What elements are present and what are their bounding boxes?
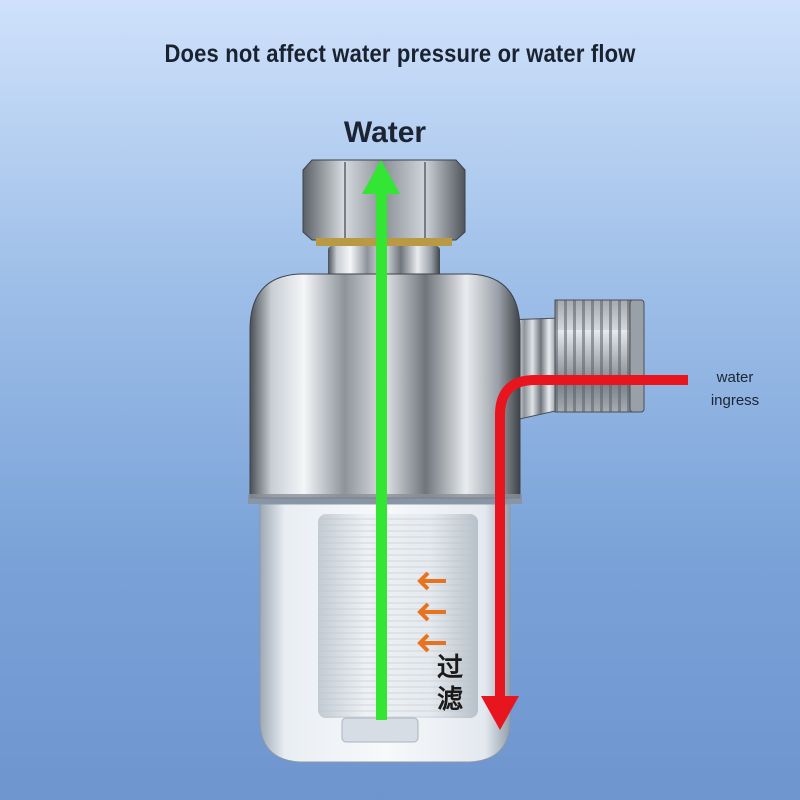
headline: Does not affect water pressure or water … bbox=[164, 40, 636, 68]
filter-core bbox=[318, 514, 478, 743]
down-arrow-icon bbox=[481, 375, 688, 730]
inlet-fitting bbox=[504, 299, 645, 421]
left-arrow-icon bbox=[417, 571, 446, 653]
inlet-label-line1: water bbox=[716, 369, 754, 386]
inlet-label-line2: ingress bbox=[710, 392, 760, 409]
up-arrow-icon bbox=[362, 160, 400, 720]
filter-label-char2: 滤 bbox=[436, 684, 463, 714]
outlet-label: Water bbox=[343, 116, 427, 149]
filter-label-char1: 过 bbox=[436, 652, 463, 682]
